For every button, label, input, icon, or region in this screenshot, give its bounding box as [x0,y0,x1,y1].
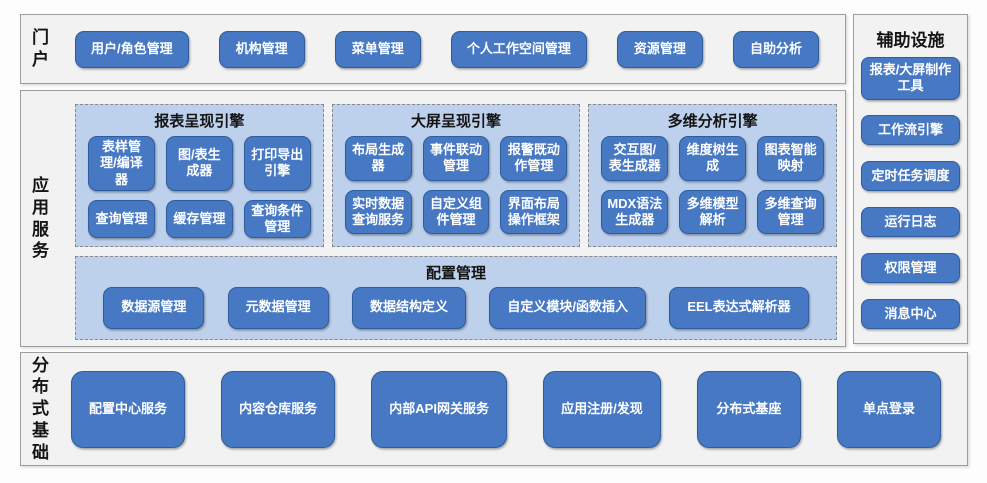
portal-section-label: 门户 [32,28,49,69]
portal-button-row: 用户/角色管理机构管理菜单管理个人工作空间管理资源管理自助分析 [51,30,845,68]
app-services-section: 应用服务 报表呈现引擎 表样管理/编译器图/表生成器打印导出引擎查询管理缓存管理… [20,90,846,347]
config-management-group: 配置管理 数据源管理元数据管理数据结构定义自定义模块/函数插入 EEL表达式解析器 [75,256,837,340]
portal-button[interactable]: 机构管理 [218,30,305,68]
engine-item-button[interactable]: 报警既动作管理 [500,136,568,181]
engine-item-button[interactable]: 事件联动管理 [422,136,490,181]
foundation-button[interactable]: 分布式基座 [696,370,801,448]
auxiliary-button[interactable]: 权限管理 [861,253,960,284]
portal-button[interactable]: 个人工作空间管理 [450,30,587,68]
auxiliary-button[interactable]: 报表/大屏制作工具 [861,57,960,100]
config-item-button[interactable]: EEL表达式解析器 [669,286,809,329]
engine-item-button[interactable]: 图/表生成器 [165,136,233,191]
config-item-button[interactable]: 数据源管理 [103,286,205,329]
report-engine-title: 报表呈现引擎 [154,113,245,130]
engine-item-button[interactable]: 多维查询管理 [757,189,825,234]
engine-item-button[interactable]: 实时数据查询服务 [344,189,412,234]
auxiliary-button[interactable]: 定时任务调度 [861,161,960,192]
auxiliary-section-title: 辅助设施 [876,31,945,50]
dashboard-engine-group: 大屏呈现引擎 布局生成器事件联动管理报警既动作管理实时数据查询服务自定义组件管理… [331,104,581,247]
engine-item-button[interactable]: MDX语法生成器 [601,189,669,234]
engine-item-button[interactable]: 查询条件管理 [243,199,311,239]
engine-item-button[interactable]: 界面布局操作框架 [500,189,568,234]
engine-item-button[interactable]: 布局生成器 [344,136,412,181]
foundation-button[interactable]: 内容仓库服务 [221,370,336,448]
portal-section: 门户 用户/角色管理机构管理菜单管理个人工作空间管理资源管理自助分析 [20,14,846,84]
portal-button[interactable]: 自助分析 [732,30,819,68]
auxiliary-button[interactable]: 消息中心 [861,298,960,329]
foundation-section-label: 分布式基础 [32,355,49,462]
auxiliary-button[interactable]: 运行日志 [861,207,960,238]
engine-item-button[interactable]: 多维模型解析 [679,189,747,234]
engine-item-button[interactable]: 自定义组件管理 [422,189,490,234]
dashboard-engine-title: 大屏呈现引擎 [411,113,502,130]
engine-item-button[interactable]: 图表智能映射 [757,136,825,181]
config-management-items: 数据源管理元数据管理数据结构定义自定义模块/函数插入 EEL表达式解析器 [76,286,836,339]
report-engine-items: 表样管理/编译器图/表生成器打印导出引擎查询管理缓存管理查询条件管理 [76,134,323,250]
auxiliary-section: 辅助设施 报表/大屏制作工具工作流引擎定时任务调度运行日志权限管理消息中心 [853,14,968,344]
app-services-section-label: 应用服务 [32,176,49,261]
olap-engine-group: 多维分析引擎 交互图/表生成器维度树生成图表智能映射 MDX语法生成器多维模型解析… [588,104,838,247]
foundation-button[interactable]: 单点登录 [836,370,941,448]
olap-engine-items: 交互图/表生成器维度树生成图表智能映射 MDX语法生成器多维模型解析多维查询管理 [589,134,836,246]
engine-item-button[interactable]: 交互图/表生成器 [601,136,669,181]
foundation-button-row: 配置中心服务内容仓库服务内部API网关服务应用注册/发现分布式基座单点登录 [51,370,967,448]
portal-button[interactable]: 资源管理 [616,30,703,68]
auxiliary-button[interactable]: 工作流引擎 [861,115,960,146]
config-item-button[interactable]: 元数据管理 [227,286,329,329]
foundation-button[interactable]: 应用注册/发现 [543,370,661,448]
portal-button[interactable]: 用户/角色管理 [75,30,189,68]
olap-engine-title: 多维分析引擎 [667,113,758,130]
foundation-button[interactable]: 配置中心服务 [71,370,186,448]
dashboard-engine-items: 布局生成器事件联动管理报警既动作管理实时数据查询服务自定义组件管理界面布局操作框… [333,134,580,246]
report-engine-group: 报表呈现引擎 表样管理/编译器图/表生成器打印导出引擎查询管理缓存管理查询条件管… [75,104,324,247]
engine-item-button[interactable]: 打印导出引擎 [243,136,311,191]
config-item-button[interactable]: 自定义模块/函数插入 [489,286,646,329]
config-item-button[interactable]: 数据结构定义 [352,286,467,329]
config-management-title: 配置管理 [425,265,486,282]
engine-item-button[interactable]: 维度树生成 [679,136,747,181]
engine-item-button[interactable]: 缓存管理 [165,199,233,239]
engine-row: 报表呈现引擎 表样管理/编译器图/表生成器打印导出引擎查询管理缓存管理查询条件管… [75,104,838,247]
engine-item-button[interactable]: 查询管理 [88,199,155,239]
foundation-section: 分布式基础 配置中心服务内容仓库服务内部API网关服务应用注册/发现分布式基座单… [20,352,968,466]
foundation-button[interactable]: 内部API网关服务 [371,370,507,448]
engine-item-button[interactable]: 表样管理/编译器 [88,136,155,191]
app-services-label-wrap: 应用服务 [21,91,71,346]
auxiliary-button-column: 报表/大屏制作工具工作流引擎定时任务调度运行日志权限管理消息中心 [861,57,960,329]
portal-button[interactable]: 菜单管理 [334,30,421,68]
